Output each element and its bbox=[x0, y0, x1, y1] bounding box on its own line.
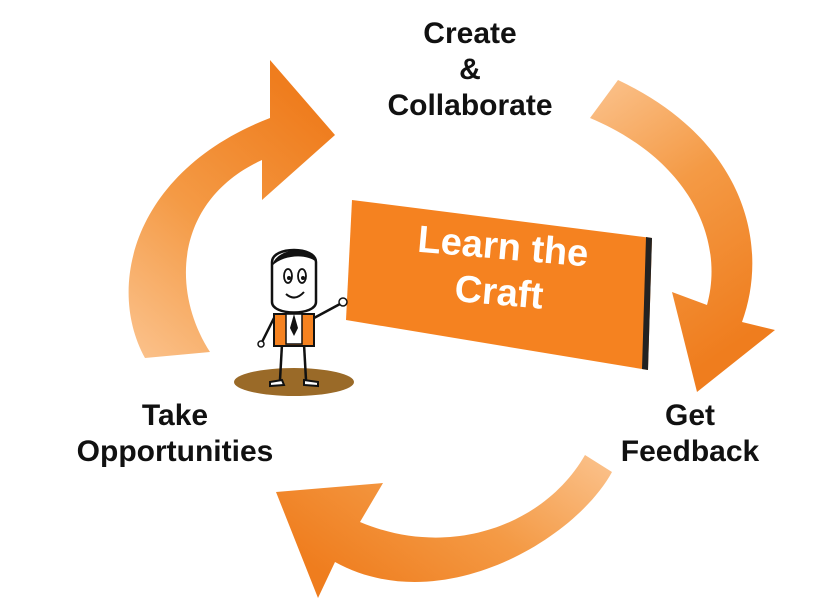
arrow-left-to-top bbox=[128, 60, 335, 358]
step-create-line1: Create bbox=[423, 17, 517, 50]
step-take-line1: Take bbox=[141, 399, 209, 432]
step-feedback-line1: Get bbox=[664, 399, 715, 432]
arrow-right-to-left bbox=[276, 455, 612, 598]
step-take-line2: Opportunities bbox=[76, 435, 274, 468]
step-create-line2: & bbox=[459, 53, 481, 86]
sign-board bbox=[346, 200, 652, 370]
step-feedback-line2: Feedback bbox=[620, 435, 760, 468]
step-get-feedback: Get Feedback bbox=[585, 398, 795, 470]
step-create-collaborate: Create & Collaborate bbox=[350, 16, 590, 124]
center-sign: Learn the Craft bbox=[346, 200, 654, 370]
step-take-opportunities: Take Opportunities bbox=[40, 398, 310, 470]
arrow-top-to-right bbox=[590, 80, 775, 392]
cartoon-man-pointing-icon bbox=[234, 248, 354, 396]
step-create-line3: Collaborate bbox=[387, 89, 553, 122]
